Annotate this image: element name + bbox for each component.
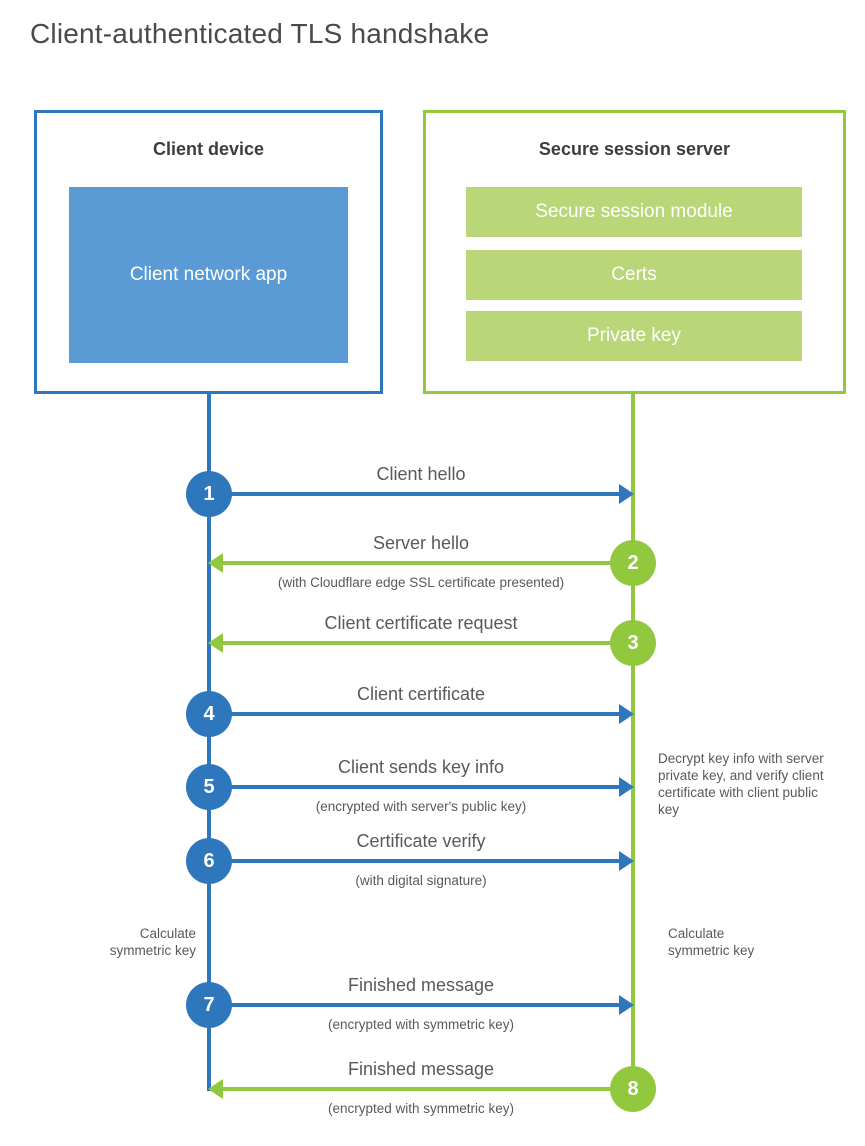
arrow-right-icon [619,851,634,871]
message-subtext: (with digital signature) [355,873,487,888]
message-arrow [231,851,634,871]
message-label: Client certificate request [324,613,518,633]
message-label: Client sends key info [337,757,505,777]
page-title: Client-authenticated TLS handshake [30,18,490,49]
arrow-left-icon [208,553,223,573]
message-arrow [231,484,634,504]
message-arrow [208,1079,611,1099]
client-device-box: Client device Client network app [34,110,383,394]
message-6-certificate-verify: Certificate verify (with digital signatu… [186,831,634,911]
message-arrow [231,995,634,1015]
client-network-app-box: Client network app [69,187,348,363]
client-network-app-label: Client network app [129,264,288,285]
arrow-left-icon [208,1079,223,1099]
message-subtext: (with Cloudflare edge SSL certificate pr… [277,575,565,590]
step-circle-7: 7 [186,982,232,1028]
server-module-private-key: Private key [466,311,802,361]
note-decrypt-key-info: Decrypt key info with server private key… [658,751,824,817]
step-circle-3: 3 [610,620,656,666]
server-lifeline [631,394,635,1094]
step-circle-6: 6 [186,838,232,884]
message-1-client-hello: Client hello 1 [186,464,634,544]
server-module-certs: Certs [466,250,802,300]
message-subtext: (encrypted with symmetric key) [327,1017,515,1032]
message-arrow [208,553,611,573]
server-module-secure-session: Secure session module [466,187,802,237]
arrow-right-icon [619,995,634,1015]
note-calculate-symmetric-key-server: Calculate symmetric key [668,926,755,958]
client-lifeline [207,394,211,1091]
arrow-right-icon [619,484,634,504]
secure-session-server-title: Secure session server [538,139,731,159]
message-8-finished-message: Finished message (encrypted with symmetr… [208,1059,656,1139]
step-circle-4: 4 [186,691,232,737]
step-circle-1: 1 [186,471,232,517]
message-label: Client hello [376,464,466,484]
message-4-client-certificate: Client certificate 4 [186,684,634,764]
message-label: Server hello [372,533,470,553]
message-3-client-certificate-request: Client certificate request 3 [208,613,656,693]
arrow-right-icon [619,777,634,797]
message-label: Client certificate [356,684,486,704]
message-2-server-hello: Server hello (with Cloudflare edge SSL c… [208,533,656,613]
message-7-finished-message: Finished message (encrypted with symmetr… [186,975,634,1055]
step-circle-8: 8 [610,1066,656,1112]
message-label: Finished message [347,1059,495,1079]
message-arrow [231,777,634,797]
message-label: Finished message [347,975,495,995]
message-arrow [208,633,611,653]
secure-session-server-box: Secure session server Secure session mod… [423,110,846,394]
message-subtext: (encrypted with symmetric key) [327,1101,515,1116]
client-device-title: Client device [152,139,265,159]
step-circle-2: 2 [610,540,656,586]
message-5-client-sends-key-info: Client sends key info (encrypted with se… [186,757,634,837]
arrow-right-icon [619,704,634,724]
message-subtext: (encrypted with server's public key) [315,799,527,814]
note-calculate-symmetric-key-client: Calculate symmetric key [109,926,196,958]
message-label: Certificate verify [356,831,486,851]
step-circle-5: 5 [186,764,232,810]
arrow-left-icon [208,633,223,653]
message-arrow [231,704,634,724]
